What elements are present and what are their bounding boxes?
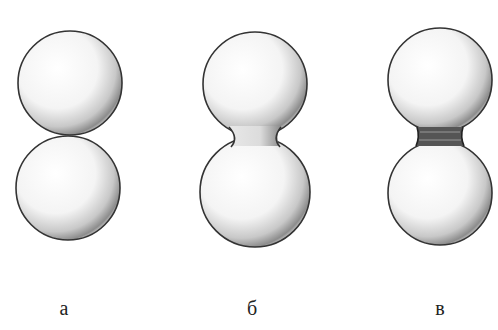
figure-letter: в (435, 298, 444, 318)
figure-letter: а (60, 298, 69, 318)
sphere-pair-a (16, 31, 122, 240)
figure-letter: б (247, 298, 257, 318)
sphere-pair-b (200, 32, 310, 247)
sphere-pair-c (388, 28, 492, 245)
